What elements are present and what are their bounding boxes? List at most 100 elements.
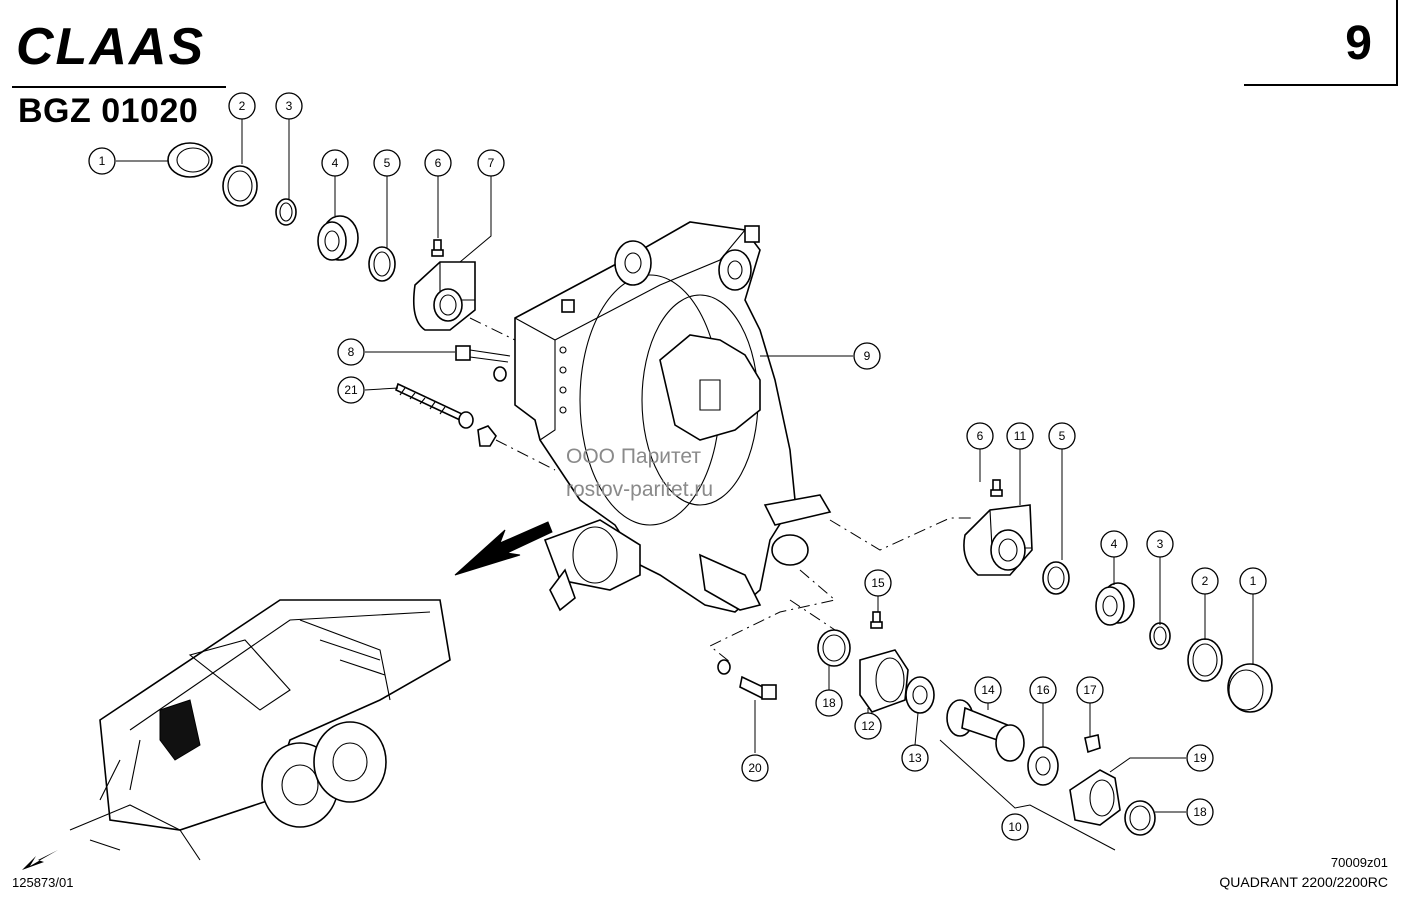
part-gear-shaft-14 xyxy=(946,699,1025,762)
callout-6-right: 6 xyxy=(966,422,994,450)
callout-17: 17 xyxy=(1076,676,1104,704)
svg-text:19: 19 xyxy=(1193,751,1207,765)
callout-2-left: 2 xyxy=(228,92,256,120)
drawing-reference-right: 70009z01 xyxy=(1330,855,1388,870)
svg-text:5: 5 xyxy=(384,156,391,170)
svg-text:18: 18 xyxy=(822,696,836,710)
group-bracket-10 xyxy=(939,739,1116,851)
part-bearing-left xyxy=(317,215,359,261)
part-gear-16 xyxy=(1027,746,1059,786)
svg-text:4: 4 xyxy=(1111,537,1118,551)
part-small-ring-right xyxy=(1149,622,1171,650)
gearbox-housing xyxy=(514,221,832,613)
svg-text:18: 18 xyxy=(1193,805,1207,819)
svg-text:11: 11 xyxy=(1014,429,1027,443)
callout-3-right: 3 xyxy=(1146,530,1174,558)
part-circlip-18-lower xyxy=(1124,800,1156,836)
align-line-left-lower xyxy=(495,439,556,471)
watermark-company: ООО Паритет xyxy=(566,445,702,468)
part-stud-21 xyxy=(395,382,497,447)
part-small-ring-left xyxy=(275,198,297,226)
watermark-url: rostov-paritet.ru xyxy=(566,478,714,501)
svg-text:3: 3 xyxy=(286,99,293,113)
svg-text:5: 5 xyxy=(1059,429,1066,443)
travel-direction-arrow xyxy=(454,521,553,576)
watermark: ООО Паритет rostov-paritet.ru xyxy=(566,440,713,506)
svg-text:12: 12 xyxy=(861,719,875,733)
part-bolt-20 xyxy=(717,659,777,700)
svg-text:13: 13 xyxy=(908,751,922,765)
callout-5-right: 5 xyxy=(1048,422,1076,450)
svg-text:3: 3 xyxy=(1157,537,1164,551)
part-bearing-right xyxy=(1095,582,1135,626)
svg-text:7: 7 xyxy=(488,156,495,170)
baler-machine-illustration xyxy=(22,599,451,870)
part-grease-nipple-17 xyxy=(1084,734,1101,754)
callout-10: 10 xyxy=(1001,813,1029,841)
callout-20: 20 xyxy=(741,754,769,782)
callout-8: 8 xyxy=(337,338,365,366)
callout-13: 13 xyxy=(901,744,929,772)
part-seal-right xyxy=(1042,561,1070,595)
document-reference-left: 125873/01 xyxy=(12,875,74,890)
frame-right-edge xyxy=(1396,0,1398,86)
part-gear-13 xyxy=(905,676,935,714)
svg-text:15: 15 xyxy=(871,576,885,590)
header-rule-left xyxy=(12,86,226,88)
part-end-cap-right xyxy=(1227,663,1273,713)
callout-19: 19 xyxy=(1186,744,1214,772)
svg-text:1: 1 xyxy=(99,154,106,168)
svg-text:6: 6 xyxy=(435,156,442,170)
svg-text:2: 2 xyxy=(239,99,246,113)
callout-5-left: 5 xyxy=(373,149,401,177)
svg-text:16: 16 xyxy=(1036,683,1050,697)
claas-logo: CLAAS xyxy=(16,22,205,68)
callout-18-upper: 18 xyxy=(815,689,843,717)
part-circlip-right xyxy=(1187,638,1223,682)
part-sleeve-19 xyxy=(1069,769,1121,826)
part-seal-left xyxy=(368,246,396,282)
drawing-code: BGZ 01020 xyxy=(18,92,199,130)
svg-text:20: 20 xyxy=(748,761,762,775)
align-line-right-upper xyxy=(829,517,975,551)
part-bearing-housing-right xyxy=(963,504,1033,576)
callout-9: 9 xyxy=(853,342,881,370)
part-sleeve-12 xyxy=(859,649,909,713)
svg-text:10: 10 xyxy=(1008,820,1022,834)
svg-text:14: 14 xyxy=(981,683,995,697)
callout-3-left: 3 xyxy=(275,92,303,120)
svg-text:1: 1 xyxy=(1250,574,1257,588)
part-bolt-8 xyxy=(455,345,511,382)
callout-4-right: 4 xyxy=(1100,530,1128,558)
callout-6-left: 6 xyxy=(424,149,452,177)
svg-text:4: 4 xyxy=(332,156,339,170)
callout-16: 16 xyxy=(1029,676,1057,704)
brand-logo-text: CLAAS xyxy=(16,22,205,68)
callout-7: 7 xyxy=(477,149,505,177)
callout-11: 11 xyxy=(1006,422,1034,450)
part-circlip-left xyxy=(222,165,258,207)
svg-text:9: 9 xyxy=(864,349,871,363)
callout-14: 14 xyxy=(974,676,1002,704)
svg-text:8: 8 xyxy=(348,345,355,359)
callout-2-right: 2 xyxy=(1191,567,1219,595)
page-number: 9 xyxy=(1345,17,1372,70)
machine-model-label: QUADRANT 2200/2200RC xyxy=(1219,874,1388,890)
header-rule-right xyxy=(1244,84,1398,86)
part-bearing-housing-left xyxy=(412,261,476,331)
part-cap-ring-left xyxy=(167,142,213,178)
align-line-left-upper xyxy=(469,317,516,341)
part-grease-nipple-15 xyxy=(870,611,883,629)
callout-1-left: 1 xyxy=(88,147,116,175)
svg-text:6: 6 xyxy=(977,429,984,443)
callout-1-right: 1 xyxy=(1239,567,1267,595)
callout-18-lower: 18 xyxy=(1186,798,1214,826)
svg-text:21: 21 xyxy=(344,383,358,397)
leader-lines xyxy=(116,119,1254,813)
callout-4-left: 4 xyxy=(321,149,349,177)
part-circlip-18-upper xyxy=(817,629,851,667)
align-line-lower-shaft xyxy=(709,569,837,663)
callout-21: 21 xyxy=(337,376,365,404)
